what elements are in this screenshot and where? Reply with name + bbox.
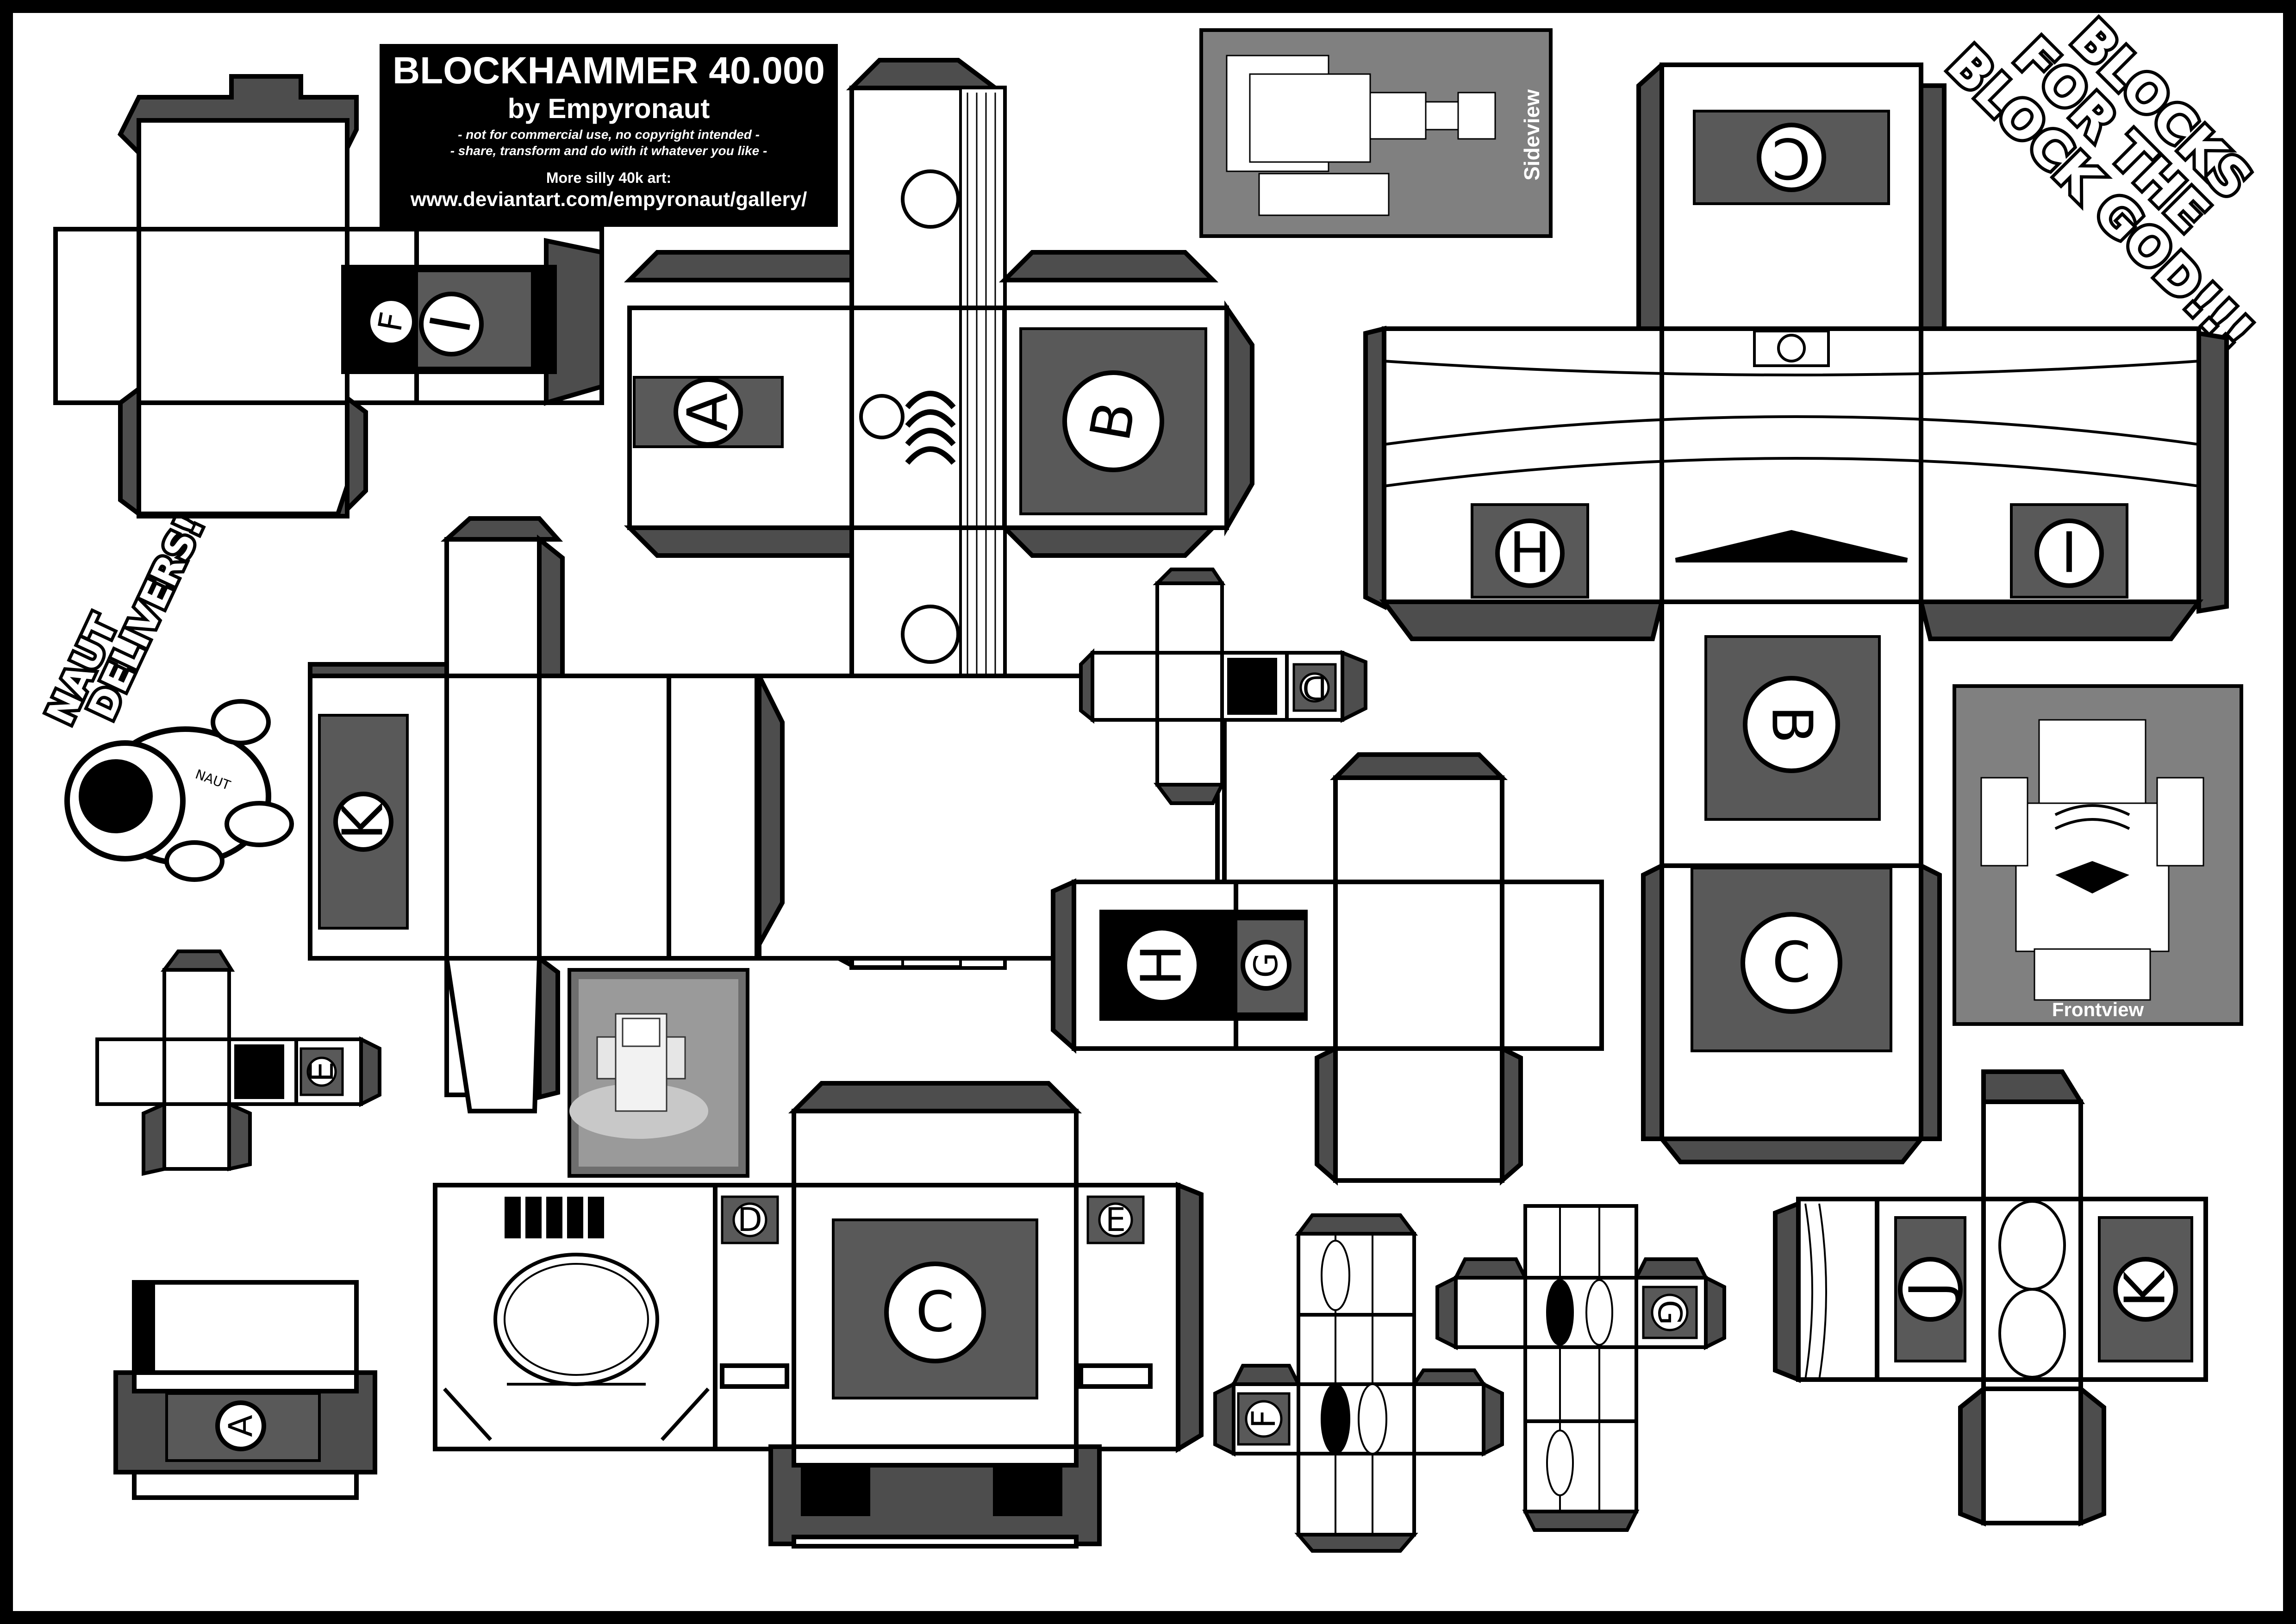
face-e-small: E	[303, 1062, 341, 1082]
face-c-torso: C	[1772, 931, 1811, 995]
naut-delivers-badge: NAUT NAUT DELIVERS!	[35, 506, 294, 882]
face-a-shoe: A	[222, 1415, 260, 1437]
net-small-e: E	[95, 949, 381, 1176]
net-feet: J K	[1773, 1069, 2208, 1527]
frontview-label: Frontview	[2052, 999, 2144, 1020]
face-e-legs: E	[1105, 1201, 1126, 1239]
sideview-label: Sideview	[1520, 89, 1544, 181]
net-body-k: K	[308, 516, 1227, 1113]
face-c-legs: C	[916, 1280, 955, 1345]
more-label: More silly 40k art:	[546, 169, 671, 186]
title-text: BLOCKHAMMER 40.000	[393, 50, 825, 92]
note-line-2: - share, transform and do with it whatev…	[450, 144, 767, 158]
face-j-feet: J	[1898, 1281, 1963, 1300]
face-d-small: D	[1302, 668, 1327, 706]
net-small-d: D	[1079, 568, 1367, 805]
face-c-torso-top: C	[1772, 125, 1811, 190]
face-h-torso: H	[1509, 521, 1551, 586]
face-b-torso: B	[1759, 706, 1824, 743]
net-arm-g: G	[1435, 1204, 1726, 1532]
face-k-body: K	[331, 802, 396, 840]
title-box: BLOCKHAMMER 40.000 by Empyronaut - not f…	[380, 44, 838, 227]
face-a-chest: A	[676, 393, 741, 431]
face-g-arm: G	[1651, 1300, 1689, 1325]
net-head: H G	[1051, 752, 1604, 1186]
photo-preview	[568, 968, 749, 1178]
frontview-preview: Frontview	[1953, 684, 2243, 1026]
net-arm-f: F	[1213, 1213, 1504, 1553]
net-torso: C H I B C	[1363, 62, 2229, 1164]
net-top-left: I F	[53, 74, 604, 518]
face-d-legs: D	[737, 1201, 762, 1239]
face-k-feet: K	[2114, 1269, 2178, 1307]
net-shoe: A	[113, 1280, 377, 1500]
note-line-1: - not for commercial use, no copyright i…	[458, 127, 760, 142]
gallery-url: www.deviantart.com/empyronaut/gallery/	[410, 188, 807, 211]
face-f-arm: F	[1245, 1410, 1283, 1428]
net-chest: A B	[624, 58, 1254, 970]
sideview-preview: Sideview	[1199, 28, 1553, 238]
author-text: by Empyronaut	[508, 93, 710, 124]
face-g-head: G	[1247, 953, 1285, 978]
slogan: BLOCKS FOR THE BLOCK GOD!!!	[1933, 5, 2267, 366]
net-legs: D E C	[433, 1081, 1204, 1549]
face-h-head: H	[1130, 944, 1194, 986]
face-i-torso: I	[2061, 521, 2077, 586]
